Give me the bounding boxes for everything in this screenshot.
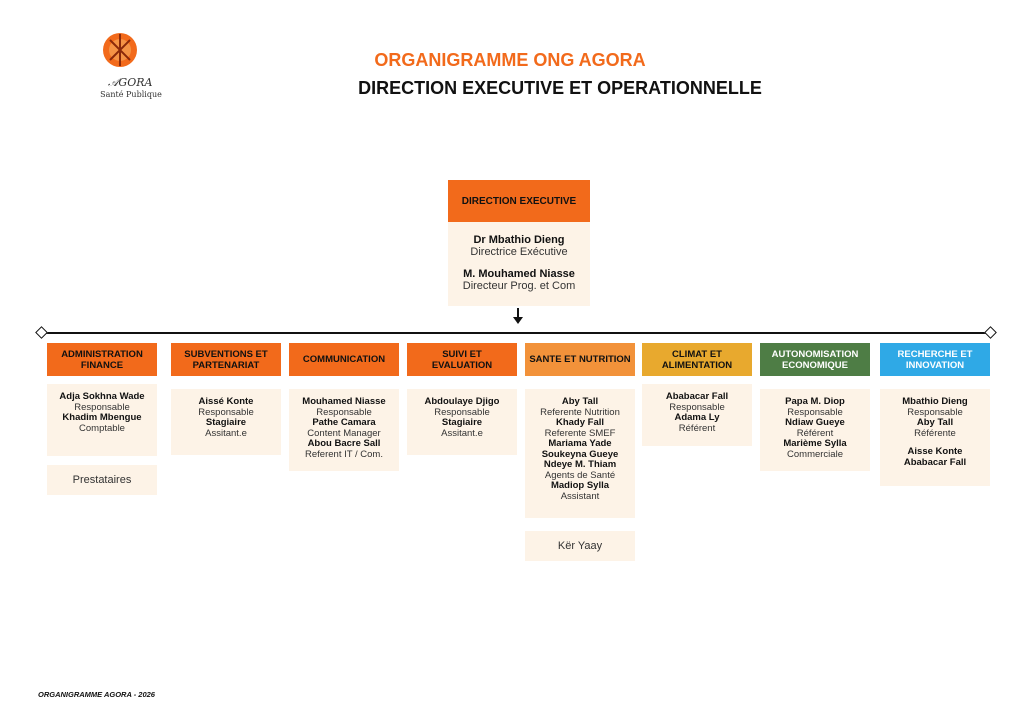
dept-header-communication: COMMUNICATION	[289, 343, 399, 376]
connector-line	[42, 332, 992, 334]
person-name: Marième Sylla	[783, 438, 847, 449]
person-name: Ndiaw Gueye	[785, 417, 845, 428]
person-role: Responsable	[434, 406, 490, 418]
page-subtitle: DIRECTION EXECUTIVE ET OPERATIONNELLE	[358, 78, 762, 98]
program-director-role: Directeur Prog. et Com	[462, 280, 576, 292]
direction-executive-card: Dr Mbathio Dieng Directrice Exécutive M.…	[448, 222, 590, 306]
page-title: ORGANIGRAMME ONG AGORA	[374, 50, 646, 70]
person-role: Comptable	[79, 422, 125, 434]
dept-header-subventions-et-partenariat: SUBVENTIONS ET PARTENARIAT	[171, 343, 281, 376]
dept-extra-sante-et-nutrition: Kër Yaay	[525, 531, 635, 561]
dept-header-suivi-et-evaluation: SUIVI ET EVALUATION	[407, 343, 517, 376]
footer-text: ORGANIGRAMME AGORA - 2026	[38, 690, 155, 699]
person-name: Ndeye M. Thiam	[543, 459, 617, 470]
person-name: Mariama Yade	[548, 438, 612, 449]
person-name: Abdoulaye Djigo	[424, 396, 500, 407]
person-role: Referente SMEF	[544, 427, 616, 439]
person-role: Responsable	[316, 406, 372, 418]
program-director-name: M. Mouhamed Niasse	[463, 268, 575, 280]
agora-logo: 𝒜GORA	[103, 33, 152, 89]
person-name: Aisse Konte	[907, 446, 963, 457]
person-name: Aissé Konte	[198, 396, 254, 407]
person-name: Adama Ly	[674, 412, 720, 423]
person-role: Assistant	[560, 490, 600, 502]
diamond-right-icon	[984, 326, 997, 339]
person-name: Khadim Mbengue	[62, 412, 142, 423]
dept-header-autonomisation-economique: AUTONOMISATION ECONOMIQUE	[760, 343, 870, 376]
person-role: Assitant.e	[441, 427, 483, 439]
dept-header-sante-et-nutrition: SANTE ET NUTRITION	[525, 343, 635, 376]
person-role: Référent	[678, 422, 716, 434]
person-name: Papa M. Diop	[785, 396, 845, 407]
person-name: Ababacar Fall	[903, 456, 967, 468]
person-name: Madiop Sylla	[550, 480, 610, 491]
person-name: Adja Sokhna Wade	[59, 391, 145, 402]
person-role: Responsable	[198, 406, 254, 418]
person-role: Responsable	[907, 406, 963, 418]
person-name: Soukeyna Gueye	[541, 448, 619, 460]
person-role: Agents de Santé	[544, 469, 616, 481]
person-name: Mbathio Dieng	[902, 396, 968, 407]
arrow-down-icon	[513, 317, 523, 324]
director-role: Directrice Exécutive	[470, 246, 568, 258]
person-name: Ababacar Fall	[665, 391, 729, 402]
person-role: Commerciale	[787, 448, 843, 460]
person-name: Stagiaire	[441, 417, 483, 428]
dept-extra-administration-finance: Prestataires	[47, 465, 157, 495]
person-role: Responsable	[669, 401, 725, 413]
dept-header-administration-finance: ADMINISTRATION FINANCE	[47, 343, 157, 376]
dept-header-recherche-et-innovation: RECHERCHE ET INNOVATION	[880, 343, 990, 376]
person-role: Responsable	[74, 401, 130, 413]
person-role: Responsable	[787, 406, 843, 418]
person-name: Pathe Camara	[312, 417, 376, 428]
person-name: Khady Fall	[555, 417, 605, 428]
person-name: Aby Tall	[561, 396, 599, 407]
person-name: Mouhamed Niasse	[302, 396, 386, 407]
director-name: Dr Mbathio Dieng	[473, 234, 565, 246]
person-role: Référente	[914, 427, 956, 439]
svg-text:𝒜GORA: 𝒜GORA	[108, 76, 152, 89]
person-role: Assitant.e	[205, 427, 247, 439]
dept-header-climat-et-alimentation: CLIMAT ET ALIMENTATION	[642, 343, 752, 376]
diamond-left-icon	[35, 326, 48, 339]
direction-executive-header: DIRECTION EXECUTIVE	[448, 180, 590, 222]
person-role: Referente Nutrition	[540, 406, 620, 418]
person-name: Abou Bacre Sall	[307, 438, 381, 449]
logo-subtitle: Santé Publique	[100, 90, 162, 99]
person-role: Référent	[796, 427, 834, 439]
person-role: Referent IT / Com.	[305, 448, 383, 460]
person-name: Aby Tall	[916, 417, 954, 428]
person-role: Content Manager	[307, 427, 381, 439]
arrow-line	[517, 308, 519, 320]
person-name: Stagiaire	[205, 417, 247, 428]
